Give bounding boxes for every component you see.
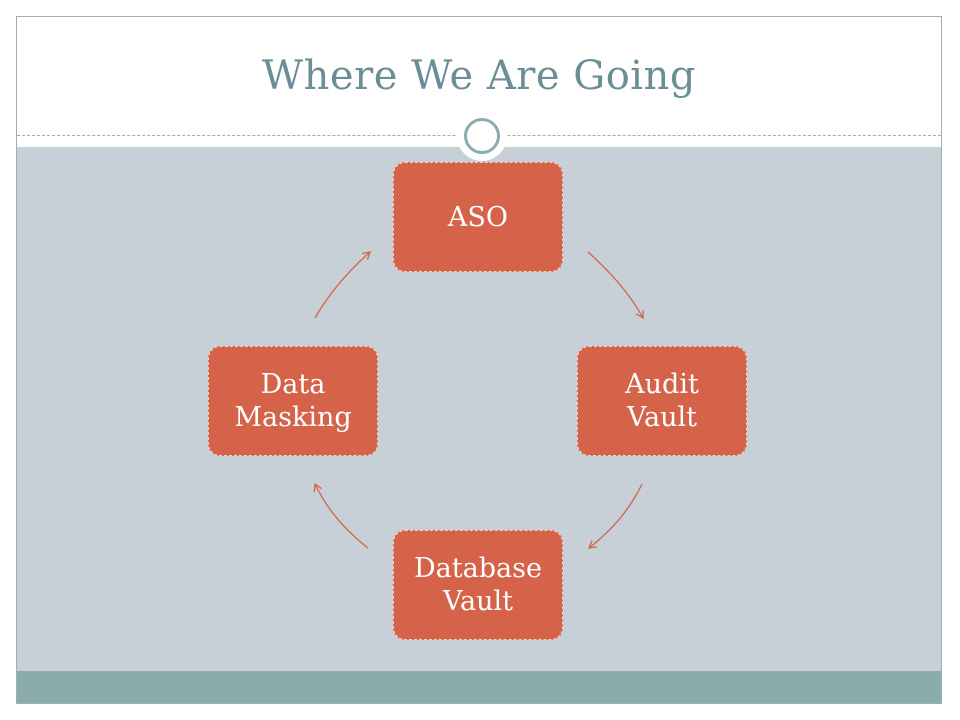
arrow-audit-vault-to-database-vault [587,483,643,549]
arrow-aso-to-audit-vault [587,251,644,320]
node-data-masking: Data Masking [208,346,378,456]
node-aso: ASO [393,162,563,272]
footer-band [17,671,941,703]
slide: Where We Are Going [16,16,942,704]
ring-inner [464,118,500,154]
node-audit-vault: Audit Vault [577,346,747,456]
arrow-database-vault-to-data-masking [313,482,369,549]
slide-title: Where We Are Going [262,53,696,99]
node-database-vault: Database Vault [393,530,563,640]
ring-ornament-icon [457,111,507,161]
arrow-data-masking-to-aso [314,251,371,319]
